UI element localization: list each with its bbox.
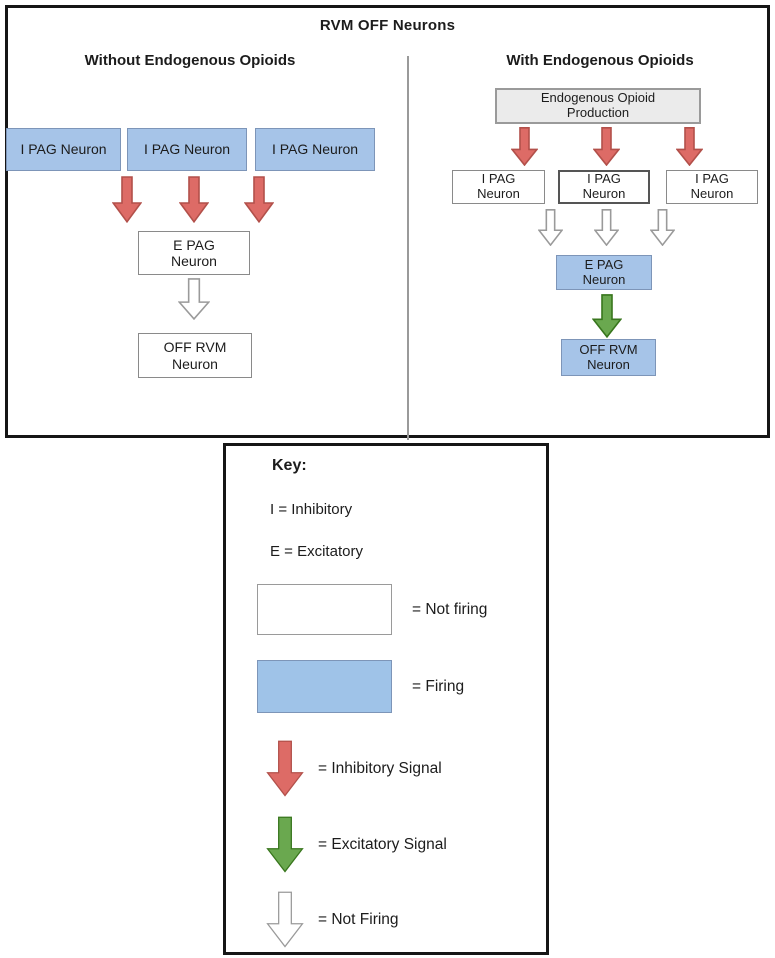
right-not-firing-arrow-icon-1	[538, 209, 563, 246]
right-ipag-3-line2: Neuron	[690, 186, 734, 201]
not-firing-box-swatch	[257, 584, 392, 635]
right-inhibitory-arrow-icon-3	[676, 127, 703, 166]
right-inhibitory-arrow-icon-1	[511, 127, 538, 166]
right-ipag-box-2: I PAG Neuron	[558, 170, 650, 204]
key-definition-inhibitory: I = Inhibitory	[270, 501, 353, 518]
key-label-not-firing-box: = Not firing	[412, 600, 488, 618]
left-offrvm-box: OFF RVM Neuron	[138, 333, 252, 378]
left-ipag-box-3: I PAG Neuron	[255, 128, 375, 171]
excitatory-arrow-icon	[592, 294, 622, 338]
key-definition-excitatory: E = Excitatory	[270, 543, 363, 560]
right-offrvm-line1: OFF RVM	[579, 341, 638, 357]
left-ipag-box-3-label: I PAG Neuron	[271, 141, 359, 158]
left-ipag-box-2: I PAG Neuron	[127, 128, 247, 171]
right-not-firing-arrow-icon-3	[650, 209, 675, 246]
left-inhibitory-arrow-icon-2	[179, 176, 209, 223]
key-item-excitatory-signal: = Excitatory Signal	[266, 816, 447, 873]
opioid-production-line1: Endogenous Opioid	[540, 90, 656, 106]
key-item-not-firing-arrow: = Not Firing	[266, 891, 399, 948]
left-not-firing-arrow-icon	[178, 278, 210, 320]
right-panel-heading: With Endogenous Opioids	[506, 52, 694, 69]
right-ipag-2-line2: Neuron	[582, 186, 626, 201]
key-label-inhibitory-signal: = Inhibitory Signal	[318, 759, 442, 777]
panel-divider-line	[407, 56, 409, 440]
right-ipag-1-line2: Neuron	[477, 186, 520, 201]
right-not-firing-arrow-icon-2	[594, 209, 619, 246]
right-ipag-2-line1: I PAG	[587, 171, 621, 187]
key-label-excitatory-signal: = Excitatory Signal	[318, 835, 447, 853]
right-offrvm-box: OFF RVM Neuron	[561, 339, 656, 376]
right-offrvm-line2: Neuron	[587, 356, 630, 372]
key-label-not-firing-arrow: = Not Firing	[318, 910, 399, 928]
firing-box-swatch	[257, 660, 392, 713]
opioid-production-box: Endogenous Opioid Production	[495, 88, 701, 124]
left-epag-line1: E PAG	[173, 236, 215, 253]
left-ipag-box-1: I PAG Neuron	[6, 128, 121, 171]
left-offrvm-line2: Neuron	[172, 355, 218, 372]
left-ipag-box-1-label: I PAG Neuron	[20, 141, 107, 158]
right-epag-box: E PAG Neuron	[556, 255, 652, 290]
left-offrvm-line1: OFF RVM	[163, 339, 227, 356]
key-inhibitory-arrow-icon	[266, 740, 304, 797]
key-label-firing-box: = Firing	[412, 677, 465, 695]
left-panel-heading: Without Endogenous Opioids	[84, 52, 296, 69]
key-not-firing-arrow-icon	[266, 891, 304, 948]
right-ipag-box-3: I PAG Neuron	[666, 170, 758, 204]
right-ipag-1-line1: I PAG	[481, 171, 516, 187]
key-item-not-firing-box: = Not firing	[257, 584, 487, 635]
left-ipag-box-2-label: I PAG Neuron	[143, 141, 231, 158]
right-epag-line2: Neuron	[582, 271, 626, 287]
key-heading: Key:	[272, 457, 307, 474]
diagram-frame: RVM OFF Neurons	[5, 5, 770, 440]
left-epag-box: E PAG Neuron	[138, 231, 250, 275]
key-item-inhibitory-signal: = Inhibitory Signal	[266, 740, 442, 797]
right-epag-line1: E PAG	[584, 256, 624, 272]
key-item-firing-box: = Firing	[257, 660, 464, 713]
right-inhibitory-arrow-icon-2	[593, 127, 620, 166]
right-ipag-3-line1: I PAG	[695, 171, 729, 187]
key-excitatory-arrow-icon	[266, 816, 304, 873]
left-inhibitory-arrow-icon-3	[244, 176, 274, 223]
left-inhibitory-arrow-icon-1	[112, 176, 142, 223]
opioid-production-line2: Production	[566, 105, 630, 120]
left-epag-line2: Neuron	[171, 253, 217, 269]
right-ipag-box-1: I PAG Neuron	[452, 170, 545, 204]
diagram-title: RVM OFF Neurons	[319, 17, 456, 34]
